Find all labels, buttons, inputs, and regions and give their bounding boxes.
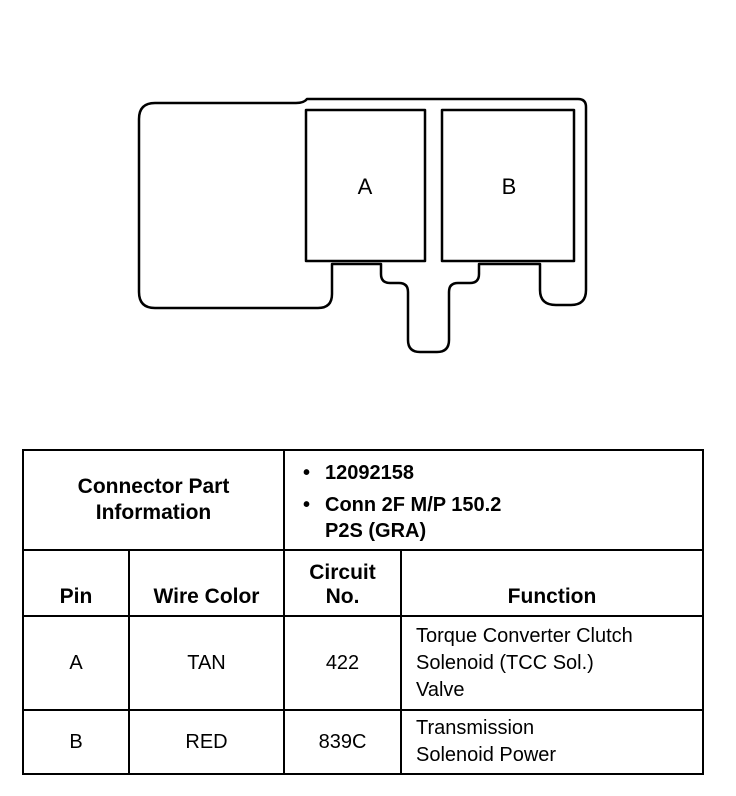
row-b-function-line-2: Solenoid Power (416, 744, 557, 766)
part-number-item: •12092158 (303, 462, 414, 484)
header-pin: Pin (22, 549, 130, 617)
part-number: 12092158 (325, 462, 414, 484)
table-row: B RED 839C Transmission Solenoid Power (22, 709, 705, 775)
row-b-circuit: 839C (283, 709, 402, 775)
row-b-function: Transmission Solenoid Power (399, 709, 705, 775)
header-circuit-line-2: No. (325, 585, 360, 608)
table-header-row: Pin Wire Color Circuit No. Function (22, 549, 705, 617)
header-circuit-line-1: Circuit (309, 561, 376, 584)
row-b-pin: B (22, 709, 130, 775)
row-a-circuit: 422 (283, 615, 402, 711)
header-circuit: Circuit No. (283, 549, 402, 617)
connector-desc-item: •Conn 2F M/P 150.2 (303, 494, 502, 516)
header-wire-color: Wire Color (128, 549, 285, 617)
row-b-wire-color: RED (128, 709, 285, 775)
connector-color: P2S (GRA) (325, 520, 427, 542)
connector-diagram: A B (137, 97, 588, 354)
connector-part-info-title: Connector Part Information (22, 449, 285, 551)
row-a-function-line-2: Solenoid (TCC Sol.) (416, 651, 594, 674)
connector-desc: Conn 2F M/P 150.2 (325, 494, 502, 516)
table-row: A TAN 422 Torque Converter Clutch Soleno… (22, 615, 705, 711)
connector-body-outline (137, 97, 588, 354)
title-line-1: Connector Part (77, 475, 230, 498)
row-a-function: Torque Converter Clutch Solenoid (TCC So… (399, 615, 705, 711)
row-a-function-line-1: Torque Converter Clutch (416, 624, 633, 647)
part-info-details: •12092158 •Conn 2F M/P 150.2 P2S (GRA) (282, 449, 705, 551)
connector-info-table: Connector Part Information •12092158 •Co… (22, 449, 705, 775)
row-b-function-line-1: Transmission (416, 717, 535, 739)
row-a-wire-color: TAN (128, 615, 285, 711)
row-a-pin: A (22, 615, 130, 711)
row-a-function-line-3: Valve (416, 678, 465, 701)
connector-color-item: P2S (GRA) (325, 518, 702, 544)
title-line-2: Information (95, 501, 212, 524)
pin-label-a: A (358, 174, 373, 199)
header-function: Function (399, 549, 705, 617)
pin-cavity-a (304, 108, 427, 263)
part-info-row: Connector Part Information •12092158 •Co… (22, 449, 705, 551)
pin-cavity-b (440, 108, 576, 263)
pin-label-b: B (502, 174, 517, 199)
